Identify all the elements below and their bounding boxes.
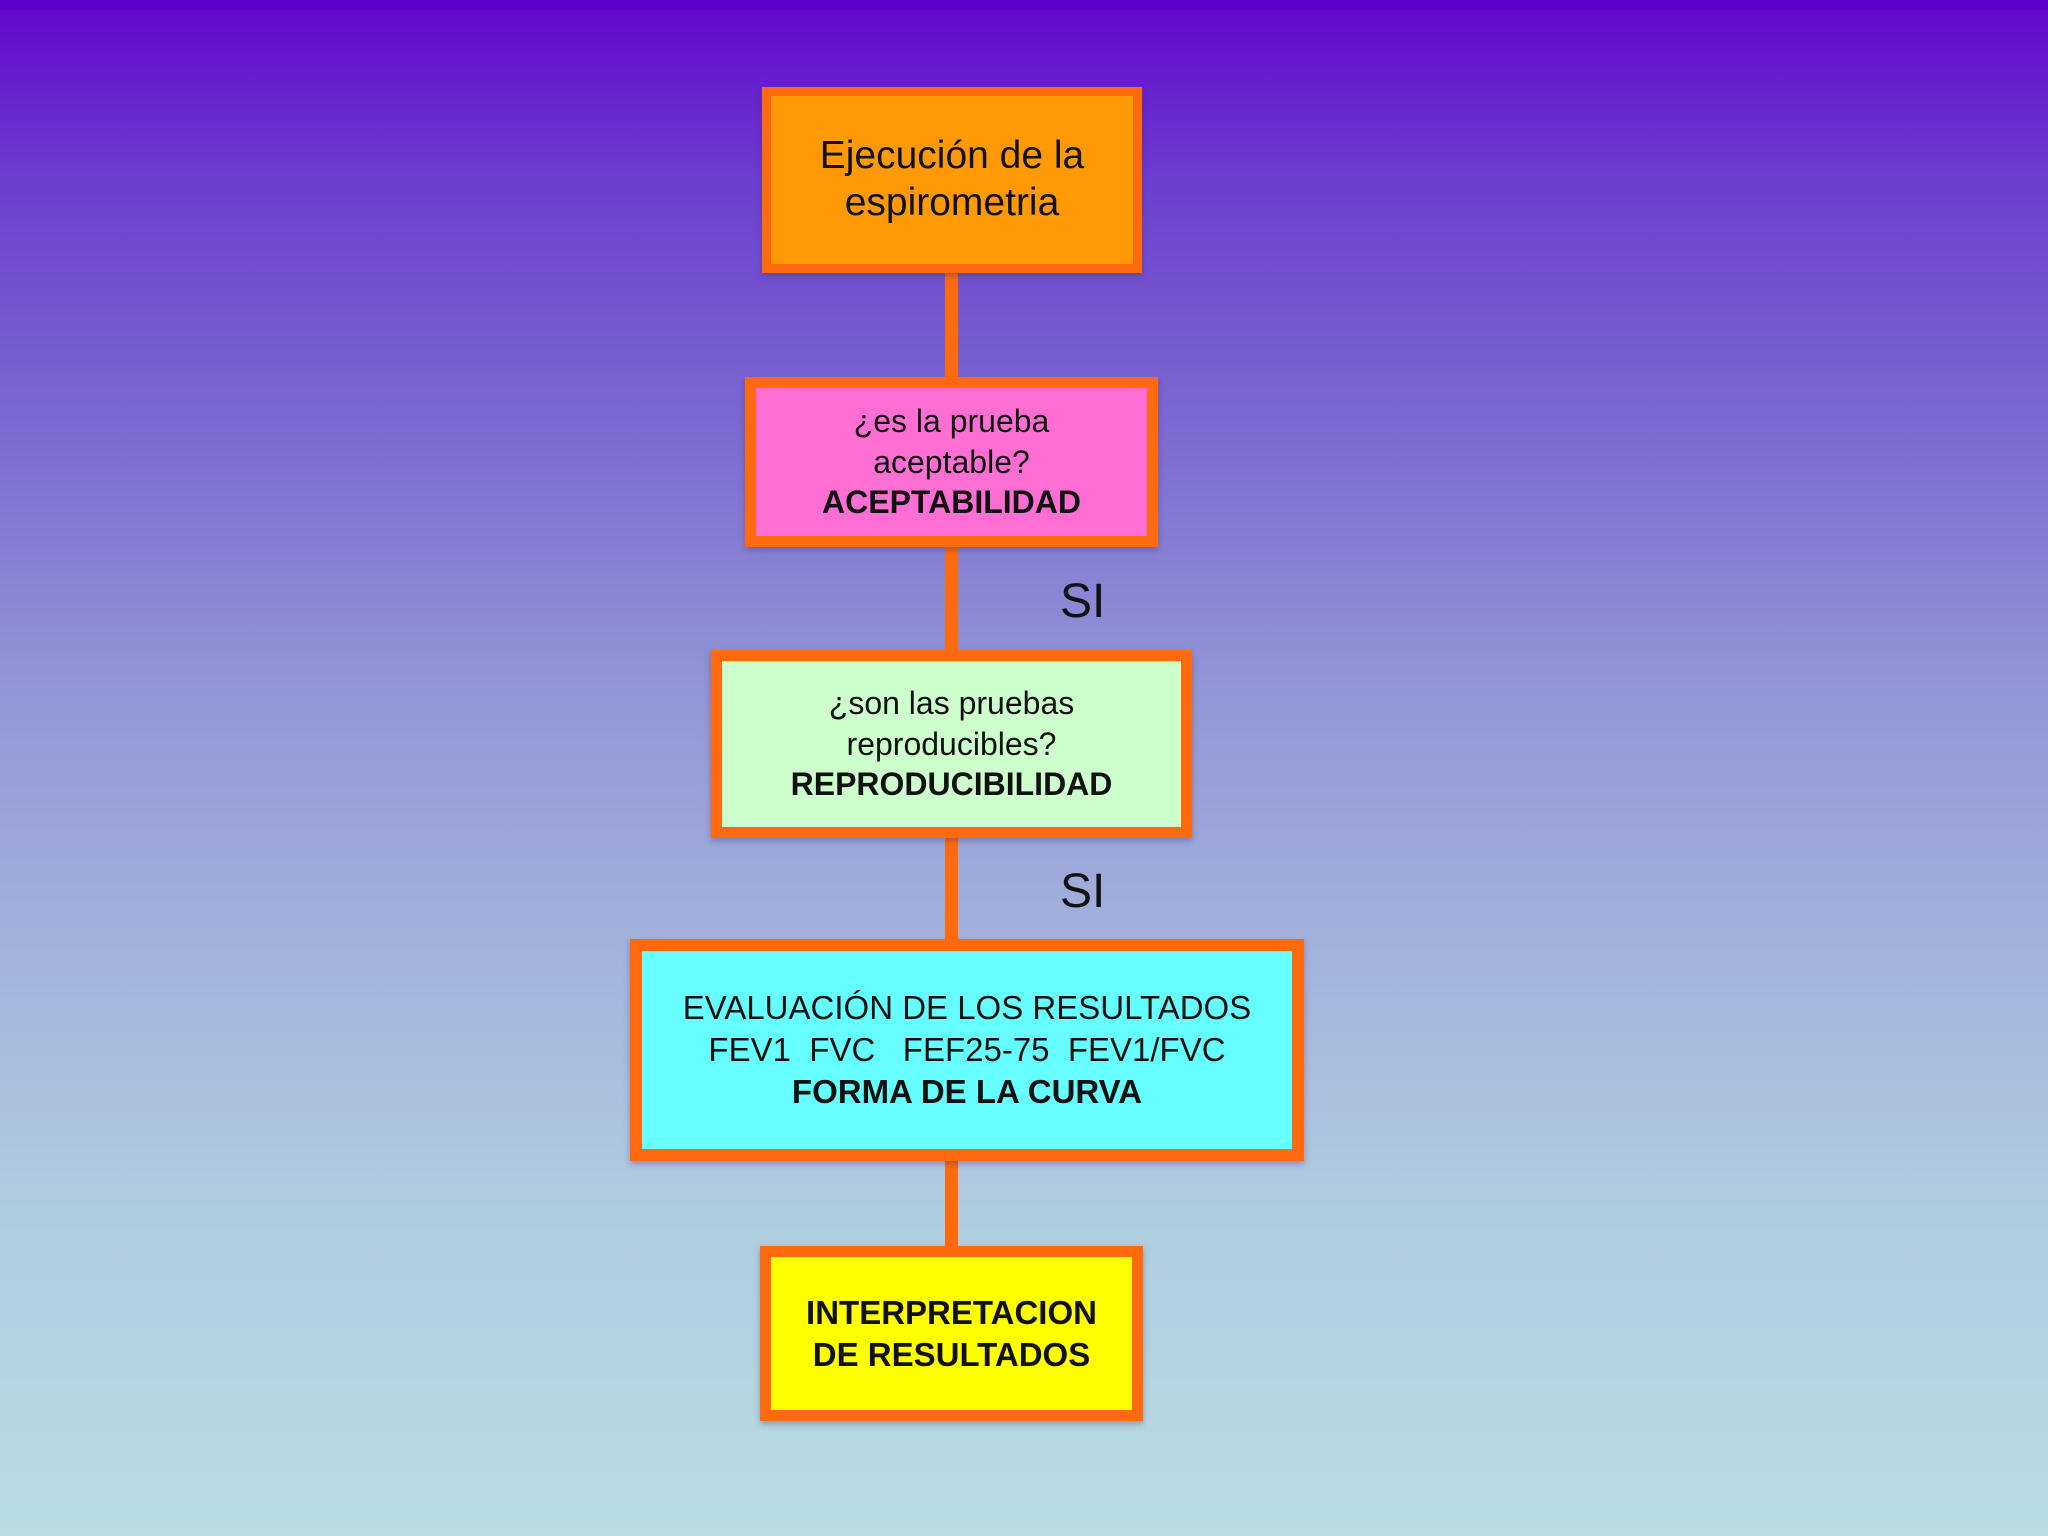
yes-label-2: SI xyxy=(1060,865,1106,918)
step-aceptabilidad-line2: aceptable? xyxy=(873,443,1030,480)
step-aceptabilidad-line1: ¿es la prueba xyxy=(853,403,1050,440)
yes-label-1: SI xyxy=(1060,575,1106,628)
step-interpretacion-box: INTERPRETACION DE RESULTADOS xyxy=(760,1246,1143,1421)
step-aceptabilidad-box: ¿es la prueba aceptable? ACEPTABILIDAD xyxy=(745,377,1158,547)
step-ejecucion-line2: espirometria xyxy=(844,181,1060,224)
step-interpretacion-line1: INTERPRETACION xyxy=(806,1293,1097,1331)
connector-1-2 xyxy=(945,265,958,385)
step-ejecucion-box: Ejecución de la espirometria xyxy=(762,87,1142,273)
step-interpretacion-line2: DE RESULTADOS xyxy=(812,1335,1091,1373)
step-reproducibilidad-line2: reproducibles? xyxy=(846,725,1057,762)
top-accent-bar xyxy=(0,0,2048,10)
step-reproducibilidad-box: ¿son las pruebas reproducibles? REPRODUC… xyxy=(711,650,1192,838)
step-evaluacion-line1: EVALUACIÓN DE LOS RESULTADOS xyxy=(682,989,1252,1027)
step-ejecucion-line1: Ejecución de la xyxy=(819,134,1085,178)
step-reproducibilidad-line1: ¿son las pruebas xyxy=(828,685,1075,722)
connector-2-3 xyxy=(945,540,958,658)
step-evaluacion-title: FORMA DE LA CURVA xyxy=(791,1072,1143,1110)
step-aceptabilidad-title: ACEPTABILIDAD xyxy=(822,484,1081,521)
step-evaluacion-box: EVALUACIÓN DE LOS RESULTADOS FEV1 FVC FE… xyxy=(630,939,1304,1161)
step-evaluacion-line2: FEV1 FVC FEF25-75 FEV1/FVC xyxy=(708,1031,1226,1069)
connector-3-4 xyxy=(945,830,958,947)
step-reproducibilidad-title: REPRODUCIBILIDAD xyxy=(790,766,1113,803)
connector-4-5 xyxy=(945,1153,958,1254)
